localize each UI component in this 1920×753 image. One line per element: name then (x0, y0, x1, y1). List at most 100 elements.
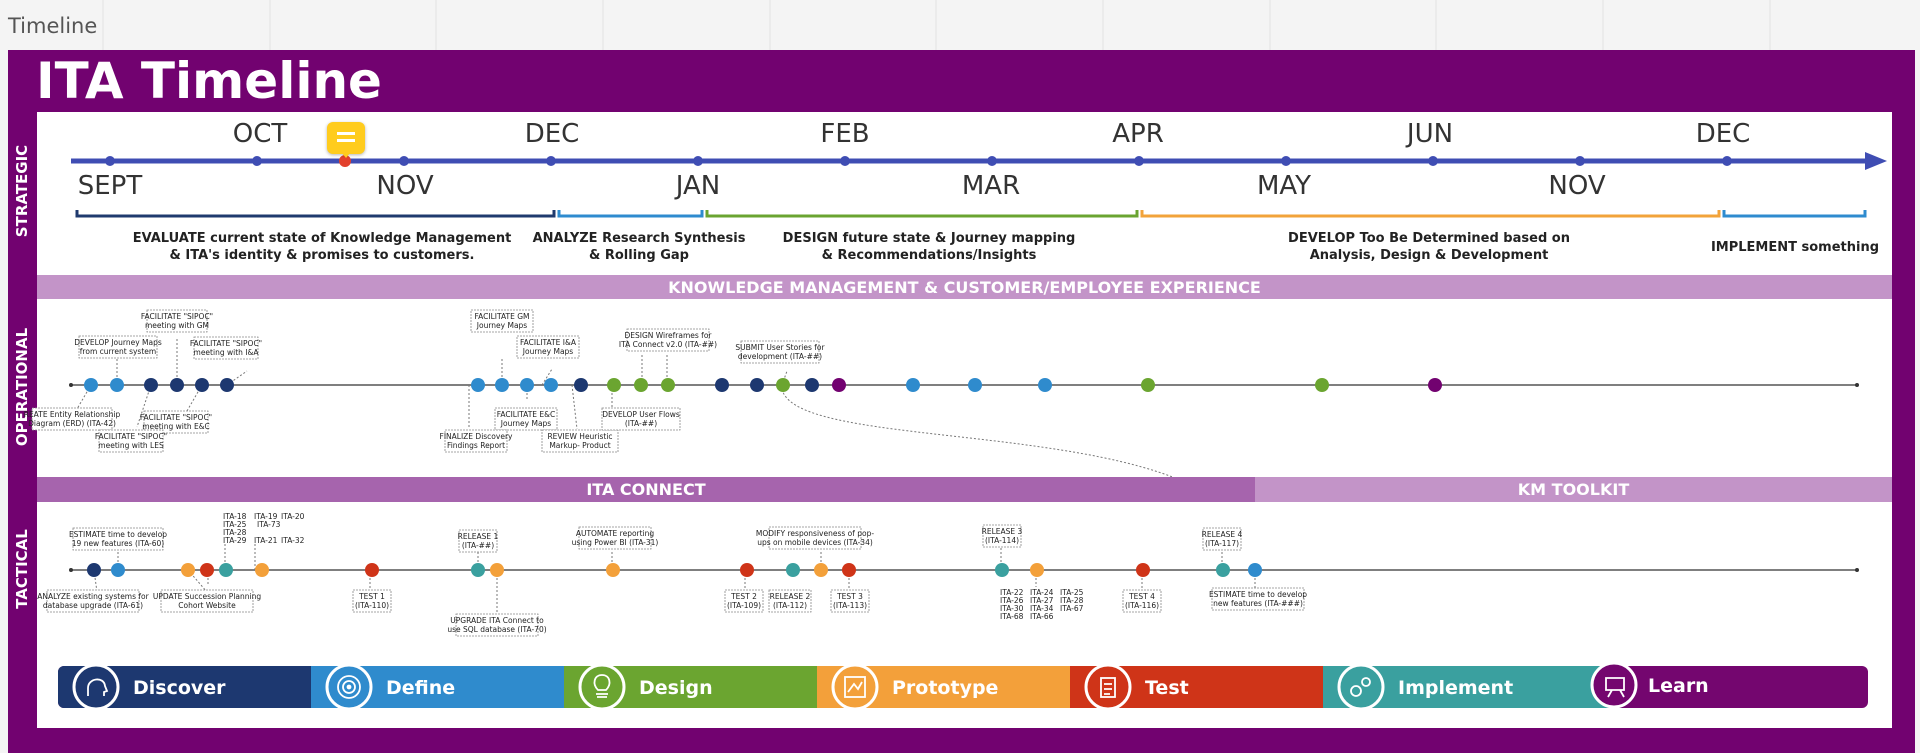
presenter-icon (1590, 661, 1638, 709)
note-text: Journey Maps (500, 419, 552, 428)
svg-text:ITA-26: ITA-26 (1000, 596, 1024, 605)
note-text: (ITA-##) (462, 541, 494, 550)
page-title: ITA Timeline (36, 52, 382, 110)
prototype-icon (831, 663, 879, 711)
note-text: Journey Maps (476, 321, 528, 330)
svg-text:ITA-34: ITA-34 (1030, 604, 1054, 613)
note-text: meeting with LES (98, 441, 164, 450)
process-step-label: Discover (133, 677, 226, 699)
svg-text:ITA-20: ITA-20 (281, 512, 305, 521)
svg-text:ITA-32: ITA-32 (281, 536, 305, 545)
canvas-header: Timeline (0, 0, 1920, 50)
month-top: FEB (820, 119, 869, 149)
phase-bracket-develop (1140, 210, 1721, 218)
canvas-title[interactable]: Timeline (8, 14, 98, 38)
tactical-milestones[interactable] (87, 563, 1262, 577)
process-step-label: Prototype (892, 677, 998, 699)
note-text: Journey Maps (522, 347, 574, 356)
current-date-marker[interactable] (339, 155, 351, 167)
note-text: RELEASE 4 (1202, 530, 1243, 539)
note-text: meeting with I&A (194, 348, 260, 357)
svg-text:ITA-29: ITA-29 (223, 536, 247, 545)
svg-text:ITA-68: ITA-68 (1000, 612, 1024, 621)
note-text: DEVELOP Journey Maps (74, 338, 162, 347)
month-bottom: SEPT (78, 171, 143, 201)
head-lightbulb-icon (72, 663, 120, 711)
svg-text:ITA-24: ITA-24 (1030, 588, 1054, 597)
comment-icon[interactable] (327, 122, 365, 158)
note-text: REATE Entity Relationship (24, 410, 121, 419)
band-ita-connect: ITA CONNECT (37, 477, 1255, 502)
operational-milestones[interactable] (84, 378, 1442, 392)
month-bottom: MAY (1257, 171, 1311, 201)
svg-text:ITA-25: ITA-25 (223, 520, 247, 529)
process-step-label: Design (639, 677, 713, 699)
note-text: development (ITA-##) (738, 352, 822, 361)
gears-icon (1337, 663, 1385, 711)
note-text: FACILITATE E&C (497, 410, 556, 419)
note-text: FACILITATE GM (475, 312, 530, 321)
svg-text:ITA-30: ITA-30 (1000, 604, 1024, 613)
side-label-tactical: TACTICAL (13, 529, 31, 609)
strategic-panel: OCT DEC FEB APR JUN DEC SEPT NOV JAN MAR… (37, 112, 1892, 275)
phase-bracket-analyze (557, 210, 704, 218)
note-text: using Power BI (ITA-31) (572, 538, 659, 547)
note-text: RELEASE 2 (770, 592, 811, 601)
note-text: new features (ITA-###) (1213, 599, 1303, 608)
month-bottom: JAN (674, 171, 720, 201)
operational-timeline: FACILITATE "SIPOC" meeting with GM DEVEL… (24, 309, 1859, 558)
note-text: RELEASE 3 (982, 527, 1023, 536)
note-text: Cohort Website (178, 601, 236, 610)
month-top: OCT (233, 119, 288, 149)
process-step-bg (58, 666, 343, 708)
phase-text: ANALYZE Research Synthesis (533, 231, 746, 246)
band-km: KNOWLEDGE MANAGEMENT & CUSTOMER/EMPLOYEE… (37, 275, 1892, 299)
process-step-label: Implement (1398, 677, 1513, 699)
process-step-label: Learn (1648, 675, 1709, 697)
phase-text: Analysis, Design & Development (1310, 248, 1549, 263)
svg-text:ITA-18: ITA-18 (223, 512, 247, 521)
note-text: UPDATE Succession Planning (153, 592, 261, 601)
note-text: from current system (80, 347, 156, 356)
note-text: MODIFY responsiveness of pop- (756, 529, 875, 538)
note-text: AUTOMATE reporting (576, 529, 655, 538)
design-process-bar: Discover Define Design Prototype Test Im… (58, 661, 1868, 711)
note-text: (ITA-109) (727, 601, 761, 610)
canvas-grid (102, 0, 1771, 50)
svg-text:ITA-66: ITA-66 (1030, 612, 1054, 621)
svg-text:ITA-27: ITA-27 (1030, 596, 1054, 605)
note-text: (ITA-##) (625, 419, 657, 428)
side-label-strategic: STRATEGIC (13, 144, 31, 238)
month-bottom: MAR (962, 171, 1020, 201)
phase-text: & Recommendations/Insights (822, 248, 1037, 263)
note-text: ups on mobile devices (ITA-34) (757, 538, 873, 547)
svg-text:ITA-28: ITA-28 (223, 528, 247, 537)
note-text: ESTIMATE time to develop (69, 530, 167, 539)
note-text: (ITA-113) (833, 601, 867, 610)
note-text: REVIEW Heuristic (547, 432, 612, 441)
phase-text: DESIGN future state & Journey mapping (783, 231, 1076, 246)
process-steps: Discover Define Design Prototype Test Im… (58, 661, 1868, 711)
phase-text: IMPLEMENT something (1711, 240, 1879, 255)
svg-text:ITA-25: ITA-25 (1060, 588, 1084, 597)
tactical-timeline: ESTIMATE time to develop 19 new features… (37, 512, 1859, 637)
note-text: ITA Connect v2.0 (ITA-##) (619, 340, 717, 349)
note-text: (ITA-114) (985, 536, 1019, 545)
note-text: DESIGN Wireframes for (624, 331, 712, 340)
side-label-operational: OPERATIONAL (13, 327, 31, 447)
month-bottom: NOV (1548, 171, 1605, 201)
note-text: (ITA-117) (1205, 539, 1239, 548)
band-km-toolkit: KM TOOLKIT (1255, 477, 1892, 502)
svg-text:ITA-67: ITA-67 (1060, 604, 1084, 613)
month-top: JUN (1405, 119, 1453, 149)
note-text: FACILITATE I&A (520, 338, 577, 347)
note-text: 19 new features (ITA-60) (72, 539, 165, 548)
note-text: FACILITATE "SIPOC" (141, 312, 213, 321)
operational-panel: FACILITATE "SIPOC" meeting with GM DEVEL… (24, 299, 1892, 558)
note-text: database upgrade (ITA-61) (43, 601, 143, 610)
note-text: ESTIMATE time to develop (1209, 590, 1307, 599)
arrow-head-icon (1865, 152, 1887, 170)
month-bottom: NOV (376, 171, 433, 201)
